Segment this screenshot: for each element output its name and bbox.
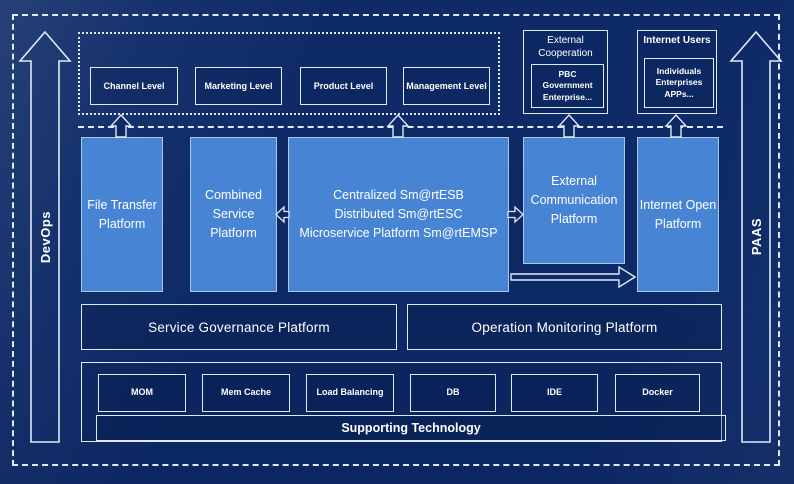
platform-esb: Centralized Sm@rtESB Distributed Sm@rtES… bbox=[288, 137, 509, 292]
devops-label: DevOps bbox=[37, 210, 53, 264]
supporting-technology-bar: Supporting Technology bbox=[96, 415, 726, 441]
tech-box-ide: IDE bbox=[511, 374, 598, 412]
right-arrow-icon bbox=[507, 205, 524, 224]
esb-line-2: Distributed Sm@rtESC bbox=[334, 207, 463, 222]
external-cooperation-title: External Cooperation bbox=[538, 35, 593, 59]
up-arrow-icon bbox=[664, 113, 688, 138]
tech-box-mom: MOM bbox=[98, 374, 186, 412]
long-right-arrow-icon bbox=[510, 265, 637, 289]
level-box-product: Product Level bbox=[300, 67, 387, 105]
level-box-management: Management Level bbox=[403, 67, 490, 105]
levels-dashed-container bbox=[78, 32, 500, 115]
left-arrow-icon bbox=[275, 205, 290, 224]
tech-box-db: DB bbox=[410, 374, 496, 412]
platform-file-transfer: File Transfer Platform bbox=[81, 137, 163, 292]
devops-rail: DevOps bbox=[18, 30, 72, 443]
external-cooperation-box: External Cooperation PBC Government Ente… bbox=[523, 30, 608, 114]
paas-rail: PAAS bbox=[729, 30, 783, 443]
external-cooperation-members: PBC Government Enterprise... bbox=[531, 64, 604, 108]
operation-monitoring-platform: Operation Monitoring Platform bbox=[407, 304, 722, 350]
platform-external-communication: External Communication Platform bbox=[523, 137, 625, 264]
platform-combined-service: Combined Service Platform bbox=[190, 137, 277, 292]
internet-users-box: Internet Users Individuals Enterprises A… bbox=[637, 30, 717, 114]
tech-box-docker: Docker bbox=[615, 374, 700, 412]
up-arrow-icon bbox=[109, 113, 133, 138]
up-arrow-icon bbox=[557, 113, 581, 138]
internet-users-title: Internet Users bbox=[643, 35, 711, 46]
tech-box-mem-cache: Mem Cache bbox=[202, 374, 290, 412]
paas-label: PAAS bbox=[748, 218, 764, 256]
up-arrow-icon bbox=[729, 30, 783, 443]
internet-users-members: Individuals Enterprises APPs... bbox=[644, 58, 714, 108]
up-arrow-icon bbox=[386, 113, 410, 138]
up-arrow-icon bbox=[18, 30, 72, 443]
supporting-technology-frame: MOM Mem Cache Load Balancing DB IDE Dock… bbox=[81, 362, 726, 442]
esb-line-1: Centralized Sm@rtESB bbox=[333, 188, 464, 203]
esb-line-3: Microservice Platform Sm@rtEMSP bbox=[299, 225, 498, 240]
platform-internet-open: Internet Open Platform bbox=[637, 137, 719, 292]
level-box-channel: Channel Level bbox=[90, 67, 178, 105]
level-box-marketing: Marketing Level bbox=[195, 67, 282, 105]
outer-dashed-border bbox=[12, 14, 780, 466]
service-governance-platform: Service Governance Platform bbox=[81, 304, 397, 350]
tech-box-load-balancing: Load Balancing bbox=[306, 374, 394, 412]
